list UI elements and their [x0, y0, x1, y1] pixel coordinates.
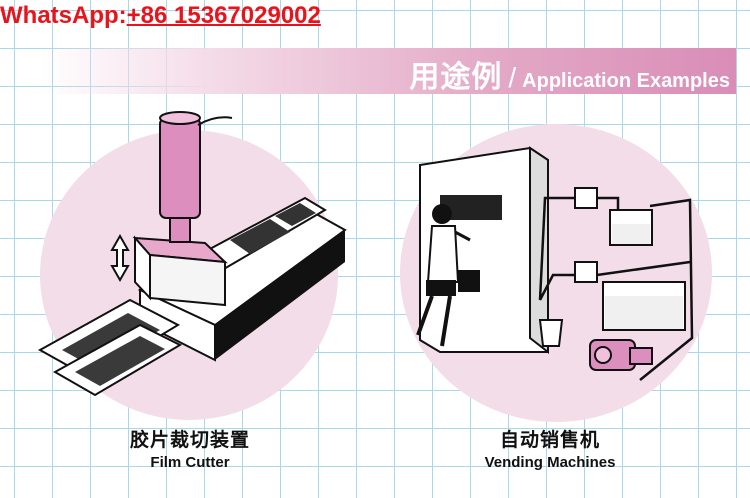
cup	[538, 319, 564, 347]
customer-torso	[426, 225, 460, 283]
cutter-bed-side	[215, 230, 345, 360]
example-vending-machines: 自动销售机 Vending Machines	[450, 425, 650, 471]
vending-machine-side	[529, 146, 549, 355]
customer-head	[432, 204, 452, 224]
motor-shaft	[169, 217, 191, 243]
example-film-cutter: 胶片裁切装置 Film Cutter	[90, 425, 290, 471]
valve-lower	[574, 261, 598, 283]
cup-outlet	[458, 270, 480, 292]
small-tank-liquid	[612, 224, 650, 244]
film-cutter-title-en: Film Cutter	[150, 454, 230, 471]
pump-motor	[629, 347, 653, 365]
banner-title-cn: 用途例	[409, 61, 503, 94]
customer-legs	[416, 295, 452, 347]
vending-machines-title-cn: 自动销售机	[499, 430, 600, 451]
section-banner: 用途例 / Application Examples	[40, 48, 736, 94]
banner-separator: /	[508, 62, 517, 93]
banner-title-en: Application Examples	[522, 70, 730, 92]
whatsapp-number[interactable]: +86 15367029002	[126, 2, 321, 29]
film-frame	[275, 203, 316, 226]
customer-shorts	[426, 280, 456, 296]
cut-film-frame	[75, 336, 165, 386]
valve-upper	[574, 187, 598, 209]
large-tank-liquid	[605, 296, 683, 329]
vending-machines-title-en: Vending Machines	[484, 454, 616, 471]
banner-title: 用途例 / Application Examples	[409, 52, 730, 96]
blade-front	[149, 253, 226, 307]
whatsapp-contact[interactable]: WhatsApp:+86 15367029002	[0, 2, 321, 30]
supply-tubes	[538, 196, 694, 381]
customer-arm	[454, 230, 471, 242]
film-cutter-title-cn: 胶片裁切装置	[129, 430, 250, 451]
whatsapp-label: WhatsApp:	[0, 2, 127, 29]
film-frame	[230, 219, 290, 254]
pump-head	[594, 346, 612, 364]
motor-cable	[197, 116, 233, 126]
motor-cap	[159, 111, 201, 125]
up-down-arrow-icon	[110, 233, 130, 283]
